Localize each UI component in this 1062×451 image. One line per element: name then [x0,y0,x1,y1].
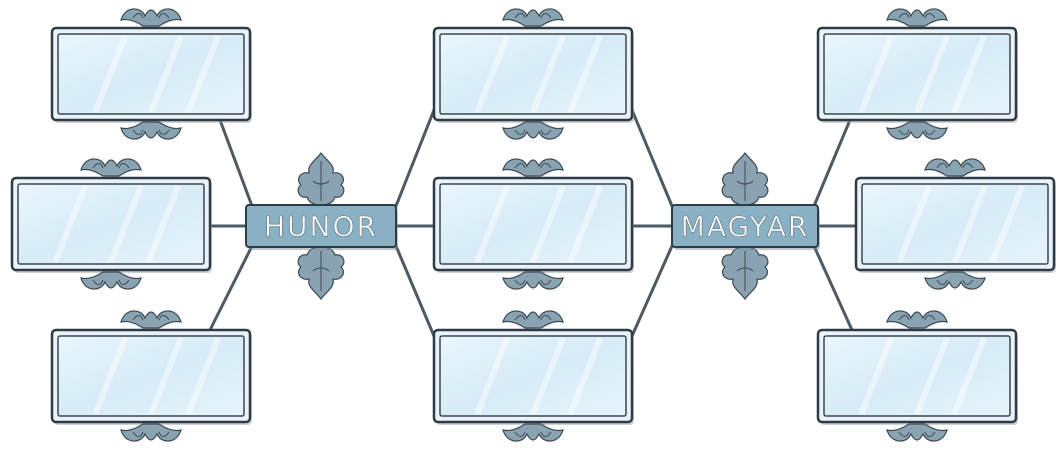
ornament-top-icon [503,9,563,26]
ornament-bottom-icon [887,122,947,139]
ornament-bottom-icon [121,424,181,441]
box-left-bottom [52,311,252,441]
ornament-bottom-icon [503,424,563,441]
ornament-top-icon [503,159,563,176]
connector-line [632,110,672,206]
ornament-top-icon [925,159,985,176]
box-right-middle [856,159,1056,289]
ornament-bottom-icon [925,272,985,289]
hub-label: HUNOR [264,210,378,243]
connector-line [396,110,434,206]
ornament-bottom-icon [121,122,181,139]
box-group [12,9,1056,441]
connector-line [396,246,434,336]
box-left-top [52,9,252,139]
hub-label: MAGYAR [681,210,810,243]
ornament-top-icon [121,9,181,26]
box-right-top [818,9,1018,139]
ornament-bottom-icon [81,272,141,289]
ornament-bottom-icon [887,424,947,441]
connector-line [210,246,252,330]
ornament-top-icon [503,311,563,328]
box-left-middle [12,159,212,289]
box-center-top [434,9,634,139]
ornament-top-icon [887,311,947,328]
box-right-bottom [818,311,1018,441]
ornament-top-icon [121,311,181,328]
ornament-top-icon [81,159,141,176]
connector-line [814,246,852,330]
hub-ornament-top-icon [298,153,344,205]
hub-hunor: HUNOR [246,153,398,299]
hub-ornament-top-icon [722,153,768,205]
connector-line [814,120,850,206]
hub-magyar: MAGYAR [672,153,820,299]
ornament-top-icon [887,9,947,26]
connector-line [220,120,252,206]
ornament-bottom-icon [503,122,563,139]
hub-ornament-bottom-icon [298,247,344,299]
box-center-middle [434,159,634,289]
box-center-bottom [434,311,634,441]
ornament-bottom-icon [503,272,563,289]
hub-ornament-bottom-icon [722,247,768,299]
connector-line [632,246,672,336]
